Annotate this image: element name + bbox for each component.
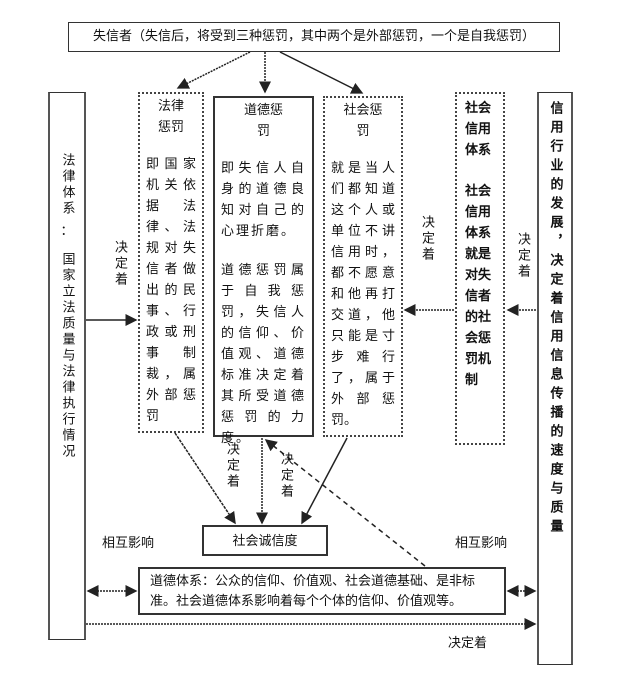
social-punishment-body: 就是当人们都知道这个人或单位不讲信用时，都不愿意和他再打交道，他只能是寸步难行了… [331,161,395,428]
legal-system-body: 国家立法质量与法律执行情况 [59,252,75,460]
social-credit-system-title: 社会信用体系 [465,101,492,158]
social-credit-system-body: 社会信用体系就是对失信者的社会惩罚机制 [465,184,492,388]
label-mutual-influence-right: 相互影响 [455,536,508,551]
moral-system-text: 道德体系：公众的信仰、价值观、社会道德基础、是非标准。社会道德体系影响着每个个体… [150,574,476,609]
arrow-legal-to-integrity [174,432,236,525]
defaulter-text: 失信者（失信后，将受到三种惩罚，其中两个是外部惩罚，一个是自我惩罚） [92,29,535,44]
label-determines-social: 决定着 [419,215,434,263]
social-integrity-text: 社会诚信度 [232,534,298,549]
moral-punishment-body2: 道德惩罚属于自我惩罚，失信人的信仰、价值观、道德标准决定着其所受道德惩罚的力度。 [221,263,306,446]
social-credit-system-box: 社会信用体系 社会信用体系就是对失信者的社会惩罚机制 [455,92,505,445]
label-determines-integrity-1: 决定着 [224,442,239,490]
label-determines-integrity-2: 决定着 [278,452,293,500]
social-integrity-box: 社会诚信度 [202,525,328,556]
arrow-top-to-legal [176,51,251,89]
label-determines-bottom: 决定着 [448,636,488,651]
social-punishment-box: 社会惩罚 就是当人们都知道这个人或单位不讲信用时，都不愿意和他再打交道，他只能是… [323,96,403,437]
defaulter-box: 失信者（失信后，将受到三种惩罚，其中两个是外部惩罚，一个是自我惩罚） [68,22,560,52]
social-punishment-title: 社会惩罚 [343,103,383,139]
legal-punishment-title: 法律惩罚 [157,99,184,135]
label-mutual-influence-left: 相互影响 [102,536,155,551]
legal-system-colon: ： [60,224,74,239]
credit-industry-text: 信用行业的发展，决定着信用信息传播的速度与质量 [547,101,563,538]
legal-punishment-box: 法律惩罚 即国家机关依据法律、法规对失信者做出的民事、行政或刑事制裁，属外部惩罚 [138,92,204,433]
label-determines-credit: 决定着 [515,232,530,280]
moral-punishment-body1: 即失信人自身的道德良知对自己的心理折磨。 [221,161,306,239]
moral-punishment-title: 道德惩罚 [243,103,283,139]
moral-punishment-box: 道德惩罚 即失信人自身的道德良知对自己的心理折磨。 道德惩罚属于自我惩罚，失信人… [213,96,314,446]
arrow-top-to-social [279,51,364,94]
legal-punishment-body: 即国家机关依据法律、法规对失信者做出的民事、行政或刑事制裁，属外部惩罚 [146,157,196,424]
arrow-social-to-integrity [301,437,348,525]
legal-system-title: 法律体系 [59,153,75,217]
moral-system-box: 道德体系：公众的信仰、价值观、社会道德基础、是非标准。社会道德体系影响着每个个体… [138,567,506,615]
credit-industry-box: 信用行业的发展，决定着信用信息传播的速度与质量 [537,92,573,665]
label-determines-legal: 决定着 [112,240,127,288]
legal-system-box: 法律体系 ： 国家立法质量与法律执行情况 [48,92,86,640]
dashed-moral-system-to-moral [264,439,426,567]
